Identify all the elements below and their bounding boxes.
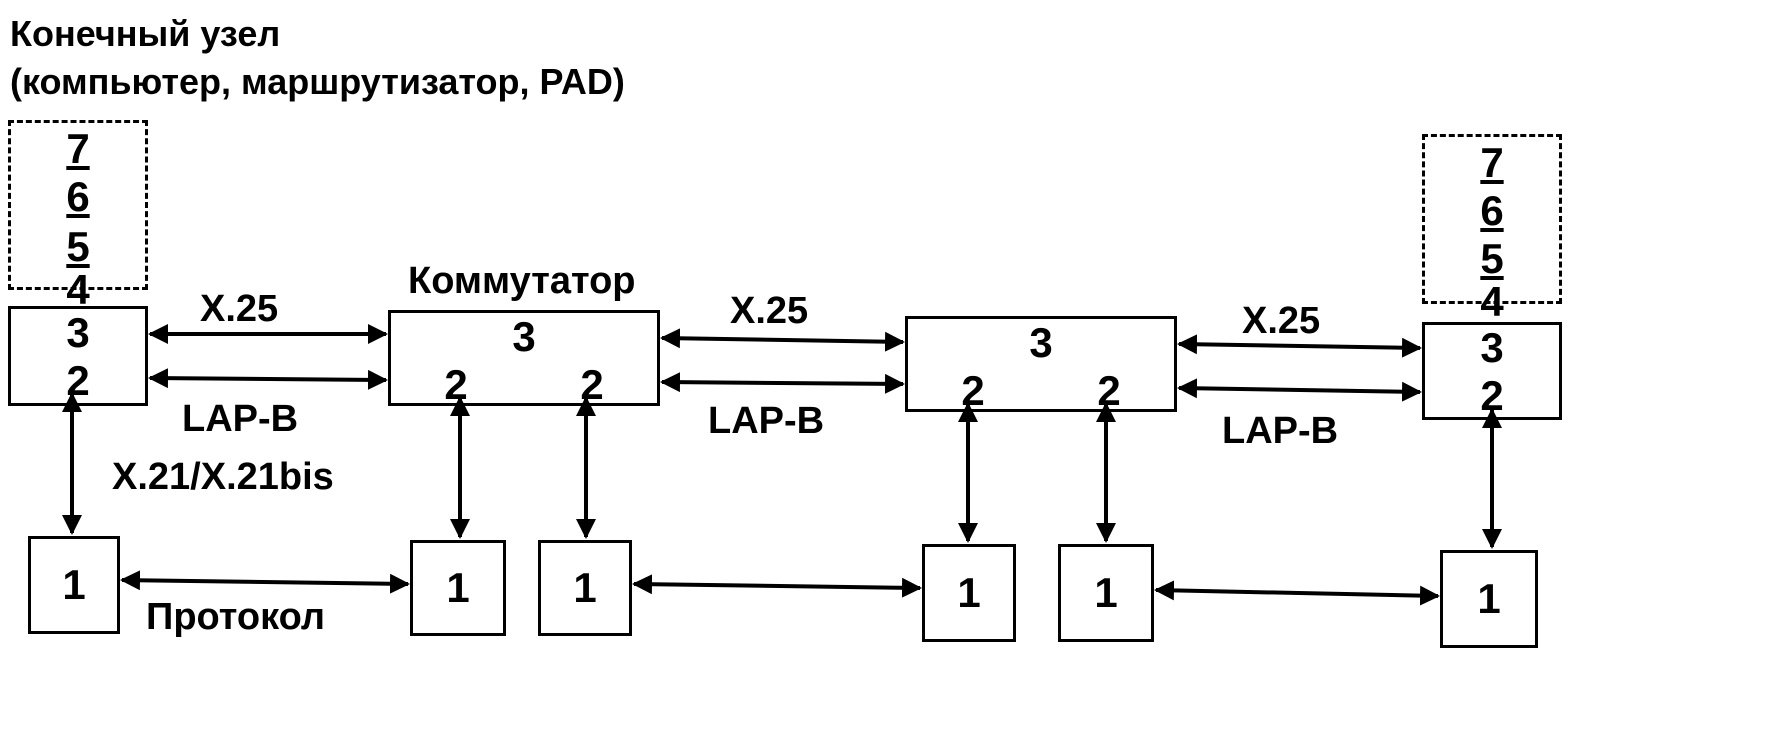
x25-label-middle: X.25 [730,290,809,332]
physical-box-6 [1440,550,1538,648]
diagram-title-line1: Конечный узел [10,13,281,54]
switch2-box [905,316,1177,412]
x25-link-right [1177,334,1422,358]
left-node-layer-4: 4 [66,266,90,313]
switch1-layer-2-left: 2 [444,361,468,408]
right-node-layer-3: 3 [1480,324,1504,371]
right-node-layer-4: 4 [1480,278,1504,325]
x21-label: X.21/X.21bis [112,456,334,498]
physical-link-middle [632,574,922,598]
diagram-title-line2: (компьютер, маршрутизатор, PAD) [10,61,625,102]
physical-box-5-label: 1 [1094,569,1118,616]
switch1-layer-2-right: 2 [580,361,604,408]
right-node-layer-7: 7 [1480,139,1504,186]
x25-label-left: X.25 [200,288,279,330]
physical-box-6-label: 1 [1477,575,1501,622]
lapb-link-left [148,368,388,390]
left-node-layer-2: 2 [66,357,90,404]
left-node-layer-3: 3 [66,309,90,356]
x25-link-middle [660,328,905,352]
lapb-label-middle: LAP-B [708,400,825,442]
lapb-link-right [1177,378,1422,402]
switch1-layer-3: 3 [512,313,536,360]
physical-box-5 [1058,544,1154,642]
physical-link-right [1154,580,1440,606]
right-node-layer-5: 5 [1480,235,1504,282]
left-node-layer-3-frame [8,306,148,356]
right-node-layer-6: 6 [1480,187,1504,234]
left-node-layer-7: 7 [66,125,90,172]
physical-box-3 [538,540,632,636]
left-node-layer-5: 5 [66,223,90,270]
right-node-layer-2: 2 [1480,372,1504,419]
right-node-layer-3-frame [1422,322,1562,371]
physical-box-1-label: 1 [62,561,86,608]
switch-label: Коммутатор [408,260,636,302]
right-node-upper-layers [1422,134,1562,304]
lapb-label-left: LAP-B [182,398,299,440]
lapb-link-middle [660,372,905,394]
left-node-upper-layers [8,120,148,290]
physical-box-4-label: 1 [957,569,981,616]
switch2-layer-2-right: 2 [1097,367,1121,414]
switch2-layer-3: 3 [1029,319,1053,366]
lapb-label-right: LAP-B [1222,410,1339,452]
physical-box-2 [410,540,506,636]
x25-label-right: X.25 [1242,300,1321,342]
left-node-layer-6: 6 [66,173,90,220]
physical-box-1 [28,536,120,634]
switch2-layer-2-left: 2 [961,367,985,414]
physical-box-2-label: 1 [446,564,470,611]
physical-box-3-label: 1 [573,564,597,611]
switch1-box [388,310,660,406]
protocol-label: Протокол [146,596,326,638]
physical-box-4 [922,544,1016,642]
physical-link-left [120,570,410,594]
